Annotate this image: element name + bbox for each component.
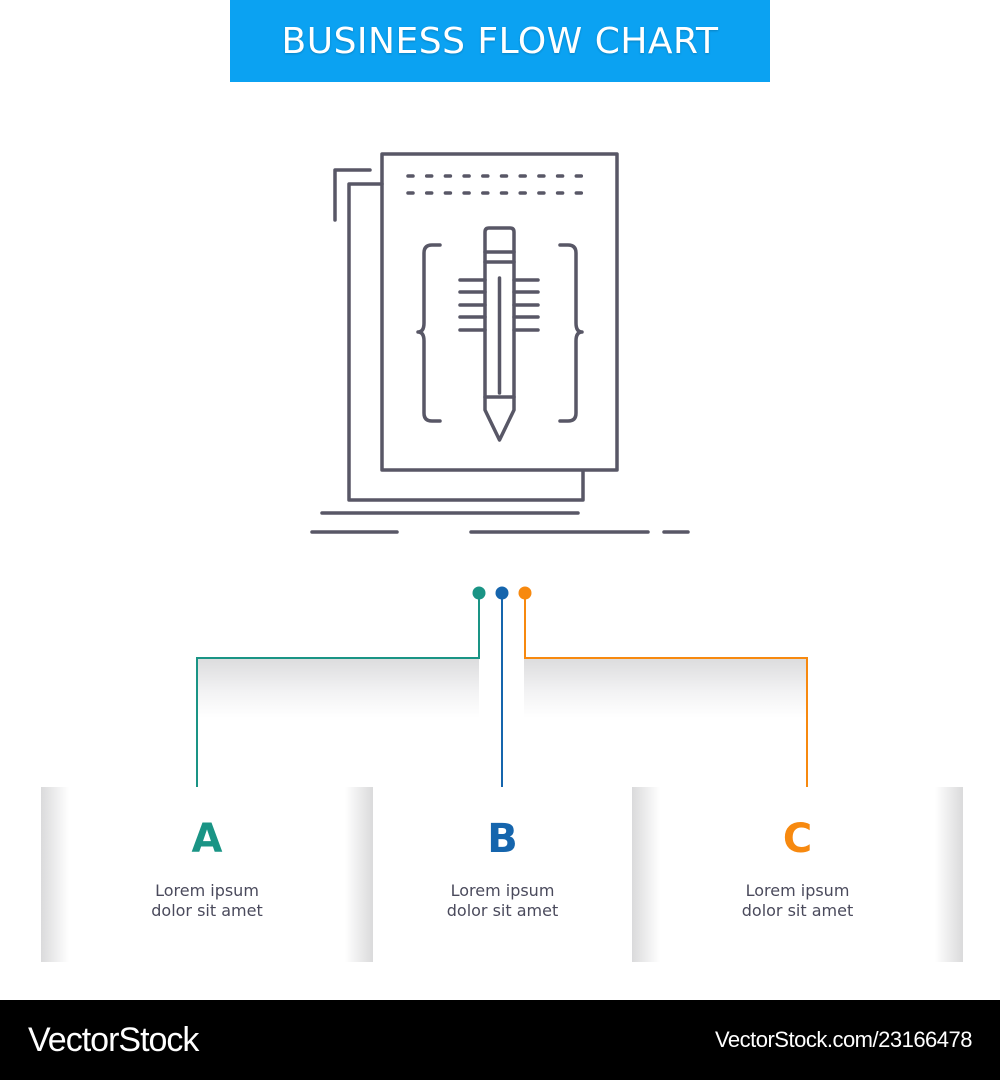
step-letter-c: C [782,816,813,862]
step-c-line2: dolor sit amet [741,901,854,920]
step-letter-b: B [487,816,518,862]
shadow-band-left [197,658,479,718]
step-c-line1: Lorem ipsum [745,881,850,900]
step-b-line1: Lorem ipsum [450,881,555,900]
step-card-c: C Lorem ipsum dolor sit amet [632,787,963,962]
step-description-a: Lorem ipsum dolor sit amet [151,881,263,921]
document-pencil-code-icon [300,140,700,550]
page-title: BUSINESS FLOW CHART [281,20,719,62]
connector-lines [196,586,808,797]
vectorstock-url: VectorStock.com/23166478 [714,1027,973,1052]
step-a-line2: dolor sit amet [151,901,263,920]
step-description-b: Lorem ipsum dolor sit amet [447,881,559,921]
title-banner: BUSINESS FLOW CHART [230,0,770,82]
step-b-line2: dolor sit amet [446,901,559,920]
flow-diagram: A Lorem ipsum dolor sit amet B Lorem ips… [0,580,1000,980]
shadow-band-right [524,658,808,718]
vectorstock-logo: VectorStock [28,1020,199,1059]
step-card-b: B Lorem ipsum dolor sit amet [373,787,632,962]
step-description-c: Lorem ipsum dolor sit amet [742,881,854,921]
step-a-line1: Lorem ipsum [155,881,259,900]
watermark-footer: VectorStock VectorStock.com/23166478 [0,1000,1000,1080]
step-card-a: A Lorem ipsum dolor sit amet [41,787,373,962]
step-letter-a: A [191,816,223,862]
